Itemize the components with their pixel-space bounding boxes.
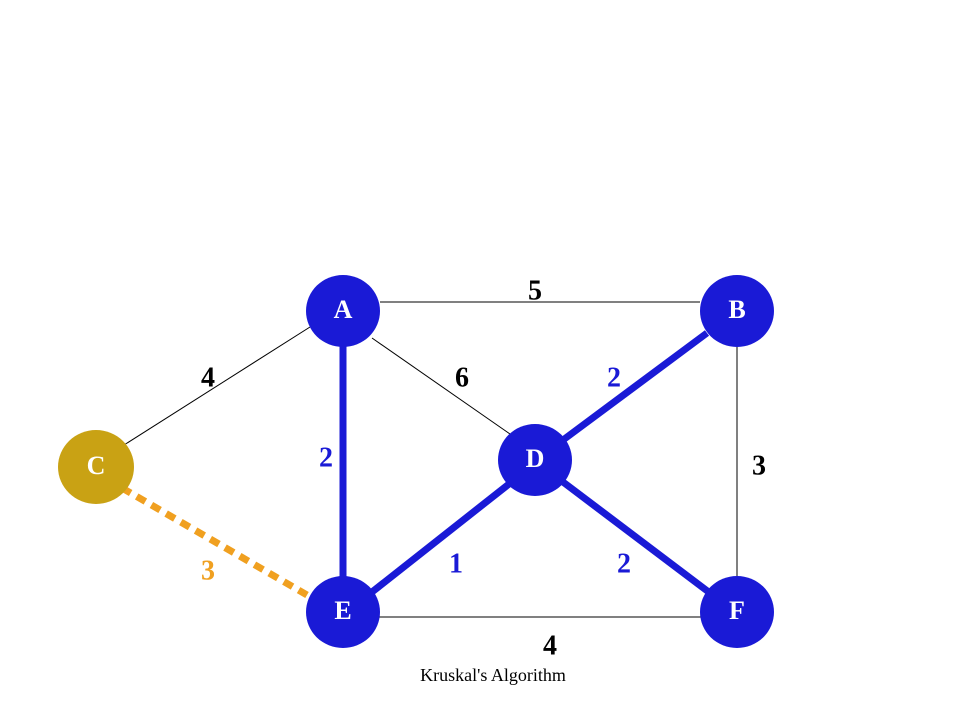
nodes-layer: A B C D E F: [58, 275, 774, 648]
node-circle-c: [58, 430, 134, 504]
node-d: D: [498, 424, 572, 496]
edge-weight-ac: 4: [201, 362, 215, 393]
edge-weight-bf: 3: [752, 450, 766, 481]
node-e: E: [306, 576, 380, 648]
edge-weight-ef: 4: [543, 630, 557, 661]
node-label-f: F: [729, 596, 745, 625]
node-a: A: [306, 275, 380, 347]
edges-layer: [120, 301, 738, 618]
edge-weight-ce: 3: [201, 555, 215, 586]
node-circle-d: [498, 424, 572, 496]
weights-layer: 5 4 6 2 2 3 3 1 2 4: [201, 275, 766, 661]
edge-weight-ad: 6: [455, 362, 469, 393]
node-circle-f: [700, 576, 774, 648]
edge-ac: [123, 326, 311, 446]
edge-weight-df: 2: [617, 548, 631, 579]
edge-ce: [120, 484, 309, 599]
node-label-b: B: [728, 295, 745, 324]
node-label-a: A: [334, 295, 353, 324]
edge-bd: [560, 330, 710, 443]
edge-weight-ae: 2: [319, 442, 333, 473]
edge-weight-ab: 5: [528, 275, 542, 306]
edge-weight-bd: 2: [607, 362, 621, 393]
edge-df: [560, 479, 713, 596]
node-circle-e: [306, 576, 380, 648]
node-f: F: [700, 576, 774, 648]
node-circle-a: [306, 275, 380, 347]
node-c: C: [58, 430, 134, 504]
edge-ad: [371, 337, 511, 435]
node-label-c: C: [87, 451, 106, 480]
node-b: B: [700, 275, 774, 347]
footer-caption: Kruskal's Algorithm: [420, 665, 566, 685]
node-label-d: D: [526, 444, 545, 473]
node-label-e: E: [334, 596, 351, 625]
node-circle-b: [700, 275, 774, 347]
edge-weight-de: 1: [449, 548, 463, 579]
edge-de: [369, 481, 512, 595]
